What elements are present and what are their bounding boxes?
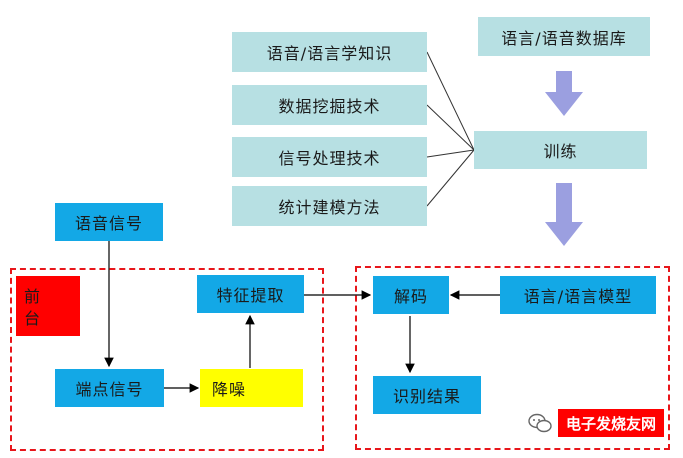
training-box: 训练 [474,131,647,169]
chat-bubble-icon [528,413,552,433]
decode-box: 解码 [373,276,449,314]
down-arrow-training-to-model [545,183,583,246]
connector-line [426,149,475,207]
speech-database: 语言/语音数据库 [478,17,650,56]
feature-extraction-box: 特征提取 [197,275,304,313]
frontend-label: 前 台 [16,276,80,336]
frontend-region [10,268,324,451]
knowledge-linguistics: 语音/语言学知识 [232,32,427,72]
frontend-label-line2: 台 [24,309,42,328]
connector-line [426,51,475,151]
endpoint-signal-box: 端点信号 [55,369,164,407]
connector-line [426,149,475,158]
down-arrow-database-to-training [545,71,583,116]
knowledge-statistical-modeling: 统计建模方法 [232,186,427,226]
knowledge-data-mining: 数据挖掘技术 [232,85,427,125]
watermark: 电子发烧友网 [526,409,665,437]
frontend-label-line1: 前 [24,287,42,306]
recognition-result-box: 识别结果 [373,376,481,414]
language-model-box: 语言/语言模型 [500,276,656,314]
knowledge-signal-processing: 信号处理技术 [232,137,427,177]
backend-region [355,266,670,450]
watermark-text: 电子发烧友网 [558,409,665,437]
connector-line [426,104,475,151]
denoise-box: 降噪 [200,369,303,407]
speech-signal-box: 语音信号 [55,203,163,241]
